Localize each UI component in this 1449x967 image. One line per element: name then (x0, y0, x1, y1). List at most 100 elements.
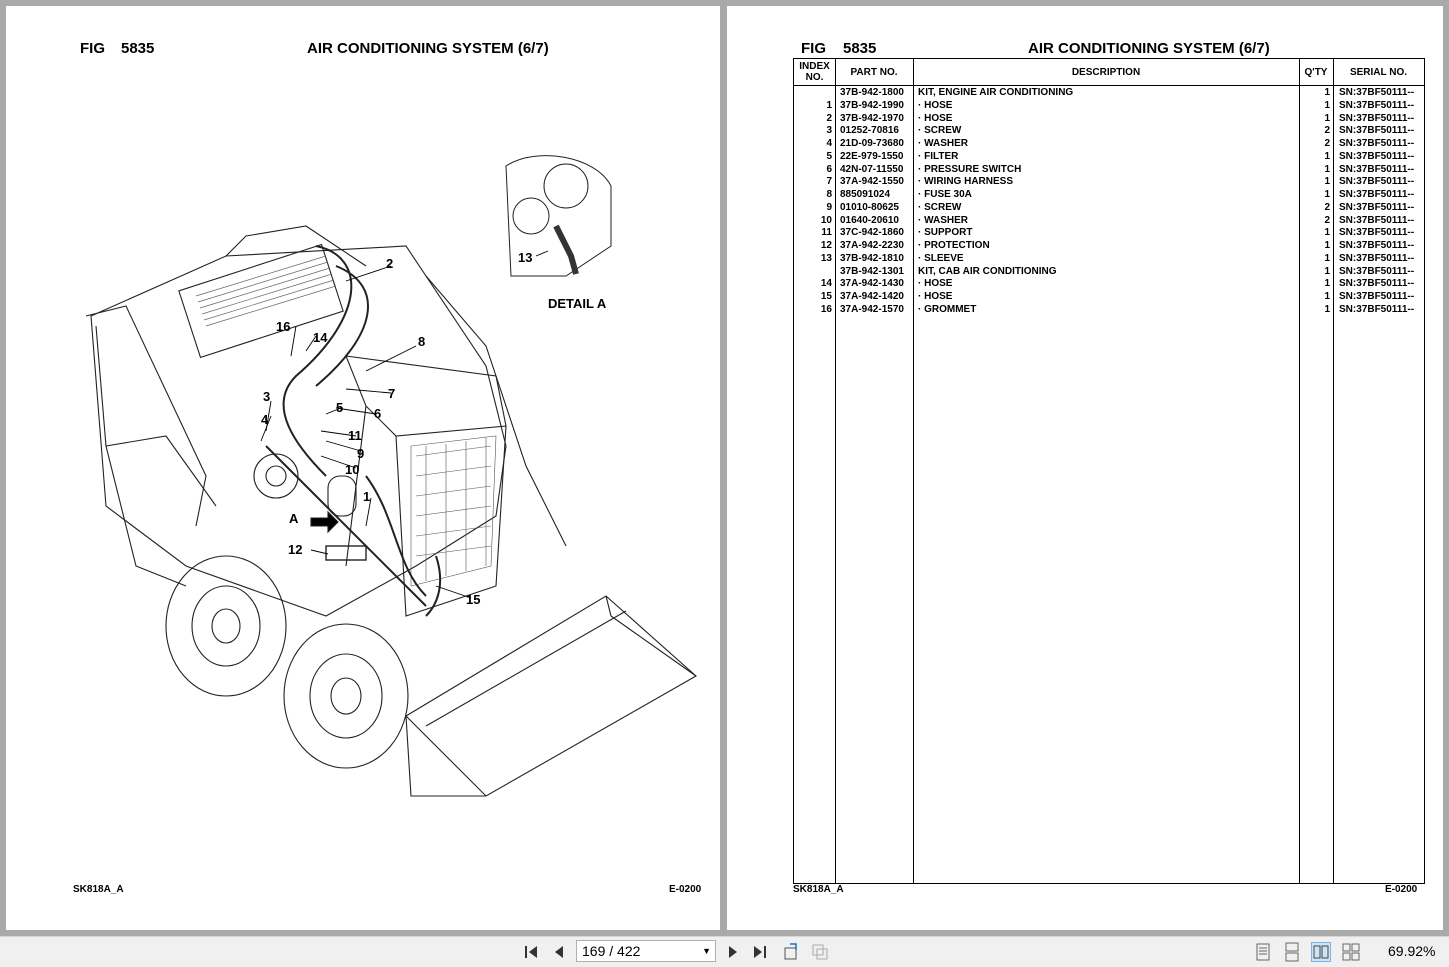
cell-serial: SN:37BF50111-- (1339, 163, 1415, 175)
cell-index: 13 (820, 252, 832, 264)
cell-index: 15 (820, 291, 832, 302)
callout-12: 12 (288, 542, 302, 557)
callout-15: 15 (466, 592, 480, 607)
cell-serial: SN:37BF50111-- (1339, 99, 1415, 111)
cell-qty: 2 (1324, 214, 1330, 226)
cell-part-no: 37A-942-2230 (840, 240, 904, 251)
callout-11: 11 (348, 428, 362, 443)
single-page-icon[interactable] (1253, 942, 1273, 962)
cell-description: · HOSE (918, 278, 953, 290)
prev-page-icon[interactable] (550, 943, 568, 961)
page-number-input[interactable]: 169 / 422 ▼ (576, 940, 716, 962)
cell-serial: SN:37BF50111-- (1339, 87, 1415, 98)
cell-serial: SN:37BF50111-- (1339, 278, 1415, 290)
cell-part-no: 37B-942-1990 (840, 99, 904, 111)
cell-part-no: 01640-20610 (840, 214, 899, 226)
cell-index: 2 (826, 112, 832, 124)
cell-part-no: 21D-09-73680 (840, 138, 904, 149)
last-page-icon[interactable] (751, 943, 769, 961)
cell-description: · SCREW (918, 201, 962, 213)
cell-part-no: 37B-942-1970 (840, 112, 904, 124)
cell-part-no: 37C-942-1860 (840, 227, 904, 239)
cell-index: 14 (820, 278, 832, 290)
dropdown-icon[interactable]: ▼ (702, 946, 711, 956)
cell-description: · PRESSURE SWITCH (918, 163, 1022, 175)
cell-index: 8 (826, 189, 832, 200)
cell-description: · SCREW (918, 125, 962, 137)
cell-part-no: 42N-07-11550 (840, 163, 904, 175)
cell-description: · SUPPORT (918, 227, 973, 239)
cell-serial: SN:37BF50111-- (1339, 252, 1415, 264)
callout-16: 16 (276, 319, 290, 334)
cell-part-no: 37B-942-1800 (840, 87, 904, 98)
footer-right: E-0200 (1385, 884, 1418, 895)
cell-description: · PROTECTION (918, 240, 990, 251)
callout-3: 3 (263, 389, 270, 404)
callout-13: 13 (518, 250, 532, 265)
cell-serial: SN:37BF50111-- (1339, 265, 1415, 277)
cell-serial: SN:37BF50111-- (1339, 303, 1415, 315)
cell-description: · WIRING HARNESS (918, 176, 1013, 188)
cell-description: · WASHER (918, 138, 968, 149)
cell-description: · HOSE (918, 99, 953, 111)
col-header-index: INDEX NO. (799, 61, 830, 83)
cell-index: 3 (826, 125, 832, 137)
fig-number: 5835 (121, 40, 155, 57)
left-page: FIG 5835 AIR CONDITIONING SYSTEM (6/7) (6, 6, 720, 930)
table-body: 37B-942-1800 KIT, ENGINE AIR CONDITIONING… (794, 87, 1424, 317)
first-page-icon[interactable] (522, 943, 540, 961)
right-page: FIG 5835 AIR CONDITIONING SYSTEM (6/7) I… (727, 6, 1443, 930)
footer-right: E-0200 (669, 884, 702, 895)
cell-description: · WASHER (918, 214, 968, 226)
cell-part-no: 37B-942-1301 (840, 265, 904, 277)
cell-part-no: 37A-942-1420 (840, 291, 904, 302)
cell-qty: 1 (1324, 189, 1330, 200)
cell-qty: 2 (1324, 125, 1330, 137)
callout-10: 10 (345, 462, 359, 477)
cell-index: 9 (826, 201, 832, 213)
cell-index: 1 (826, 99, 832, 111)
cell-index: 5 (826, 150, 832, 162)
cell-index: 10 (820, 214, 832, 226)
continuous-icon[interactable] (1282, 942, 1302, 962)
cell-qty: 1 (1324, 240, 1330, 251)
col-header-description: DESCRIPTION (1071, 66, 1141, 78)
cell-index: 16 (820, 303, 832, 315)
callout-5: 5 (336, 400, 343, 415)
cell-qty: 1 (1324, 99, 1330, 111)
next-page-icon[interactable] (724, 943, 742, 961)
export-icon[interactable] (810, 943, 830, 961)
cell-qty: 1 (1324, 227, 1330, 239)
detail-a-label: DETAIL A (548, 296, 607, 311)
cell-index: 11 (821, 227, 832, 239)
zoom-level[interactable]: 69.92% (1388, 943, 1436, 959)
cell-serial: SN:37BF50111-- (1339, 291, 1415, 302)
cell-index: 7 (826, 176, 832, 188)
cell-description: KIT, ENGINE AIR CONDITIONING (918, 87, 1074, 98)
cell-description: · HOSE (918, 291, 953, 302)
cell-serial: SN:37BF50111-- (1339, 214, 1415, 226)
cell-part-no: 37B-942-1810 (840, 252, 904, 264)
callout-14: 14 (313, 330, 328, 345)
cell-part-no: 885091024 (840, 189, 891, 200)
rotate-icon[interactable] (781, 943, 801, 961)
cell-qty: 1 (1324, 252, 1330, 264)
cell-part-no: 37A-942-1570 (840, 303, 904, 315)
cell-part-no: 22E-979-1550 (840, 150, 904, 162)
scroll-icon[interactable] (1341, 942, 1361, 962)
callout-A: A (289, 511, 299, 526)
viewer-toolbar: 169 / 422 ▼ 69.92% (0, 936, 1449, 967)
fig-number: 5835 (843, 40, 877, 57)
cell-serial: SN:37BF50111-- (1339, 227, 1415, 239)
two-page-icon[interactable] (1311, 942, 1331, 962)
